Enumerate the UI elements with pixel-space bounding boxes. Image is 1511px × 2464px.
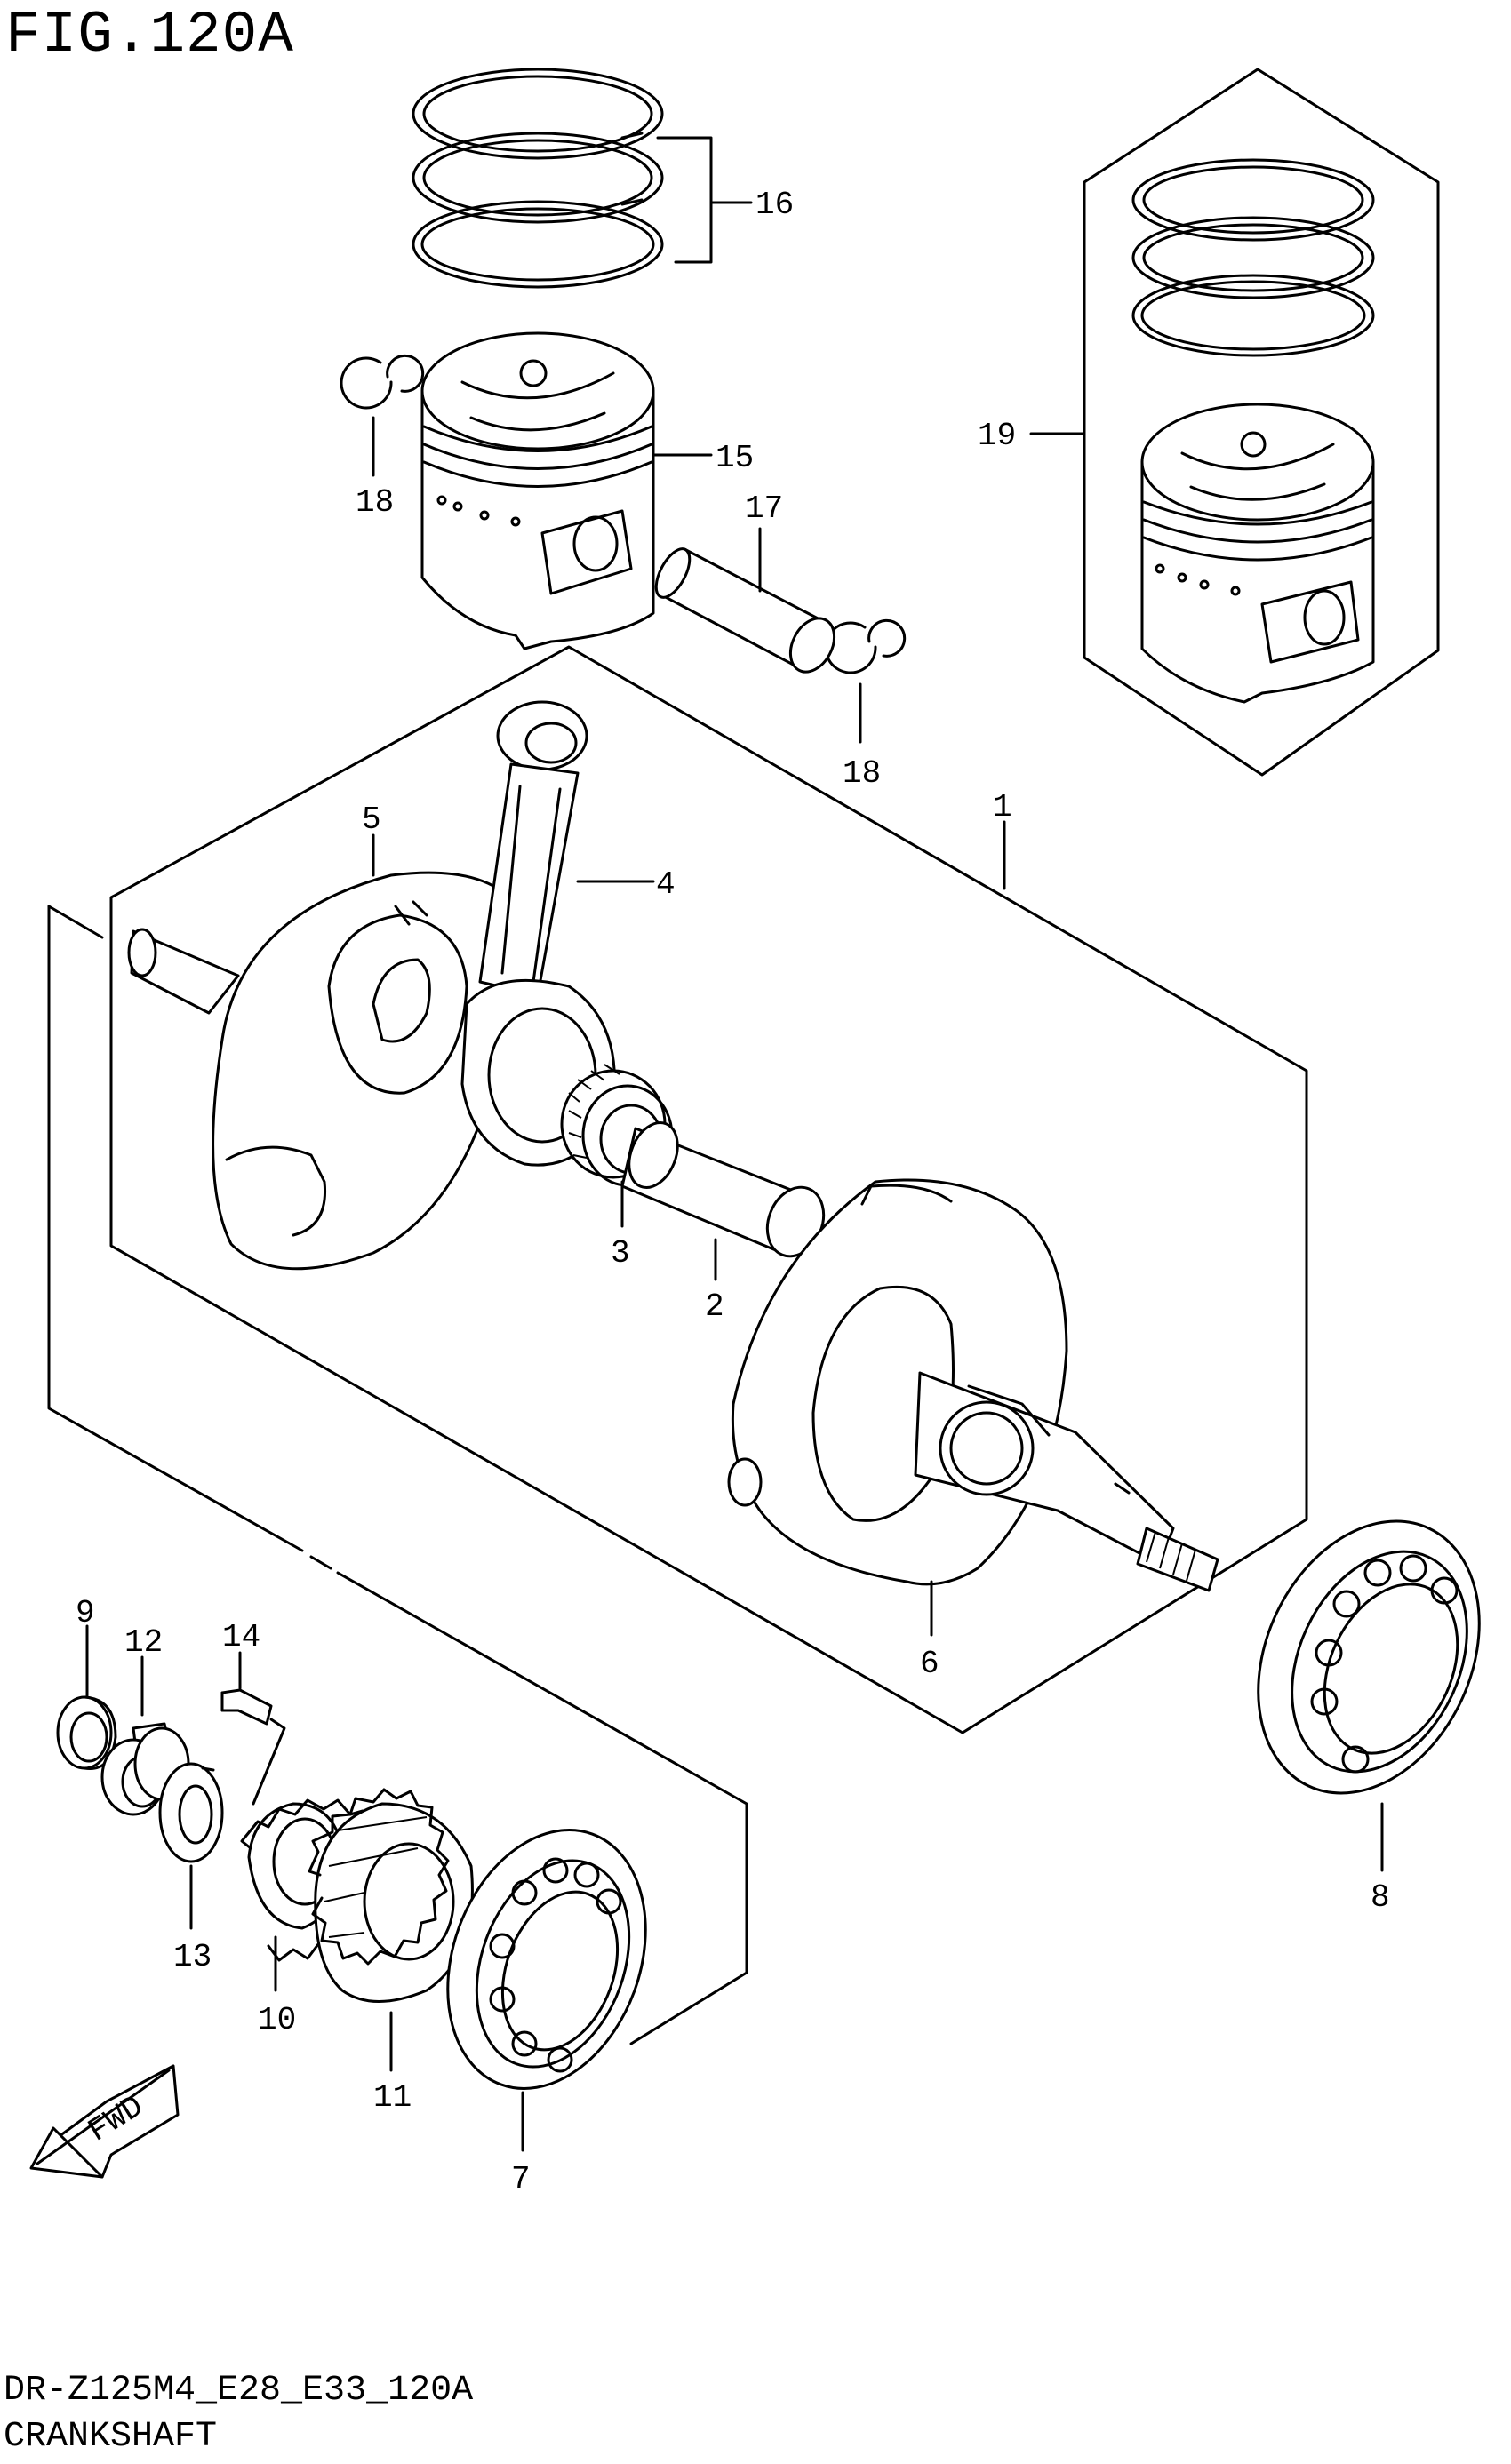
callout-18-left: 18 — [356, 484, 394, 521]
washer[interactable] — [158, 1762, 224, 1863]
callout-13: 13 — [173, 1939, 212, 1975]
callout-6: 6 — [920, 1646, 939, 1682]
callout-19: 19 — [978, 418, 1016, 454]
callout-17: 17 — [745, 490, 783, 527]
callout-18-right: 18 — [843, 755, 881, 792]
figure-title: FIG.120A — [5, 2, 294, 68]
callout-11: 11 — [373, 2079, 412, 2116]
piston[interactable] — [420, 331, 655, 650]
key[interactable] — [220, 1688, 273, 1726]
callout-2: 2 — [705, 1288, 724, 1325]
piston-pin[interactable] — [650, 544, 843, 680]
callout-4: 4 — [656, 866, 676, 903]
callout-labels: 1 2 3 4 5 6 7 8 9 10 11 12 13 14 15 16 1… — [76, 187, 1390, 2197]
section-name: CRANKSHAFT — [4, 2417, 218, 2457]
oil-seal[interactable] — [56, 1695, 117, 1771]
circlip-right[interactable] — [824, 618, 907, 674]
crank-pin[interactable] — [620, 1115, 834, 1264]
circlip-left[interactable] — [340, 354, 425, 410]
callout-16: 16 — [756, 187, 794, 223]
crankshaft-bearing-left[interactable] — [413, 1802, 680, 2117]
crankshaft-output-shaft[interactable] — [914, 1371, 1219, 1592]
callout-5: 5 — [362, 801, 381, 838]
callout-12: 12 — [124, 1624, 163, 1661]
crank-gear-large[interactable] — [308, 1788, 474, 2003]
crank-left-web[interactable] — [127, 871, 517, 1271]
callout-7: 7 — [511, 2161, 531, 2197]
callout-14: 14 — [222, 1619, 260, 1655]
piston-ring-set[interactable] — [412, 68, 664, 289]
forward-direction-badge: FWD — [29, 2064, 180, 2179]
crankshaft-bearing-right[interactable] — [1216, 1485, 1511, 1829]
callout-9: 9 — [76, 1595, 95, 1631]
callout-10: 10 — [258, 2002, 296, 2038]
callout-1: 1 — [993, 789, 1012, 825]
callout-15: 15 — [716, 440, 754, 476]
model-code: DR-Z125M4_E28_E33_120A — [4, 2371, 474, 2411]
callout-8: 8 — [1371, 1879, 1390, 1916]
piston-assembly-set[interactable] — [1131, 158, 1375, 704]
callout-3: 3 — [611, 1235, 630, 1272]
